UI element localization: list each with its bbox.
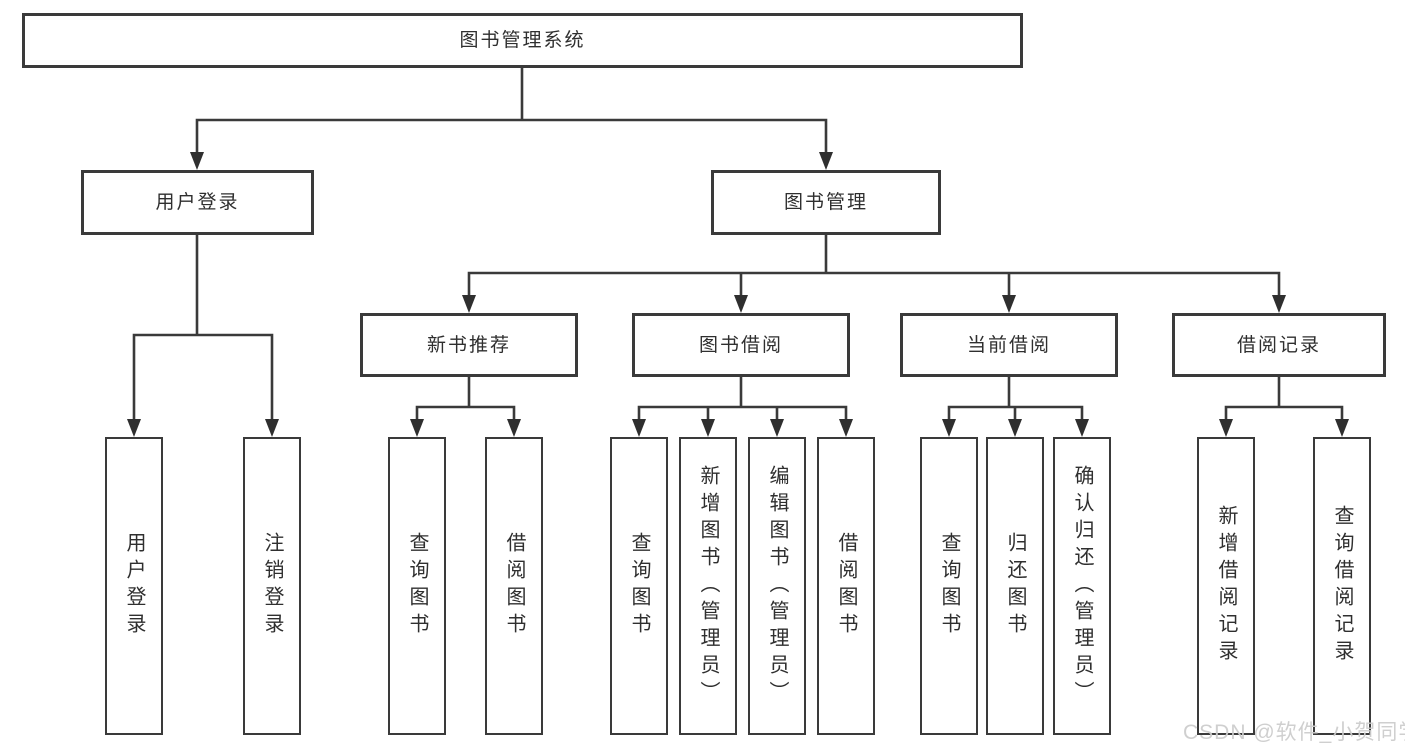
leaf-user-login: 用户登录 xyxy=(105,437,163,735)
leaf-query-books-current: 查询图书 xyxy=(920,437,978,735)
leaf-add-books-admin: 新增图书（管理员） xyxy=(679,437,737,735)
arrowhead-icon xyxy=(265,419,279,437)
leaf-edit-books-admin: 编辑图书（管理员） xyxy=(748,437,806,735)
arrowhead-icon xyxy=(632,419,646,437)
leaf-logout: 注销登录 xyxy=(243,437,301,735)
leaf-return-books: 归还图书 xyxy=(986,437,1044,735)
arrowhead-icon xyxy=(1219,419,1233,437)
arrowhead-icon xyxy=(1002,295,1016,313)
arrowhead-icon xyxy=(190,152,204,170)
leaf-query-borrow-record: 查询借阅记录 xyxy=(1313,437,1371,735)
arrowhead-icon xyxy=(701,419,715,437)
arrowhead-icon xyxy=(410,419,424,437)
arrowhead-icon xyxy=(1075,419,1089,437)
node-user-login: 用户登录 xyxy=(81,170,314,235)
leaf-borrow-books-borrowing: 借阅图书 xyxy=(817,437,875,735)
leaf-query-books-borrowing: 查询图书 xyxy=(610,437,668,735)
arrowhead-icon xyxy=(1335,419,1349,437)
node-new-book-recommendation: 新书推荐 xyxy=(360,313,578,377)
arrowhead-icon xyxy=(819,152,833,170)
csdn-watermark: CSDN @软件_小贺同学 xyxy=(1183,721,1405,744)
node-library-management-system: 图书管理系统 xyxy=(22,13,1023,68)
arrowhead-icon xyxy=(734,295,748,313)
arrowhead-icon xyxy=(127,419,141,437)
arrowhead-icon xyxy=(507,419,521,437)
node-current-borrowing: 当前借阅 xyxy=(900,313,1118,377)
node-borrowing-records: 借阅记录 xyxy=(1172,313,1386,377)
leaf-borrow-books-recommend: 借阅图书 xyxy=(485,437,543,735)
node-book-management: 图书管理 xyxy=(711,170,941,235)
arrowhead-icon xyxy=(462,295,476,313)
node-book-borrowing: 图书借阅 xyxy=(632,313,850,377)
leaf-confirm-return-admin: 确认归还（管理员） xyxy=(1053,437,1111,735)
arrowhead-icon xyxy=(770,419,784,437)
arrowhead-icon xyxy=(839,419,853,437)
arrowhead-icon xyxy=(942,419,956,437)
arrowhead-icon xyxy=(1008,419,1022,437)
leaf-add-borrow-record: 新增借阅记录 xyxy=(1197,437,1255,735)
leaf-query-books-recommend: 查询图书 xyxy=(388,437,446,735)
arrowhead-icon xyxy=(1272,295,1286,313)
